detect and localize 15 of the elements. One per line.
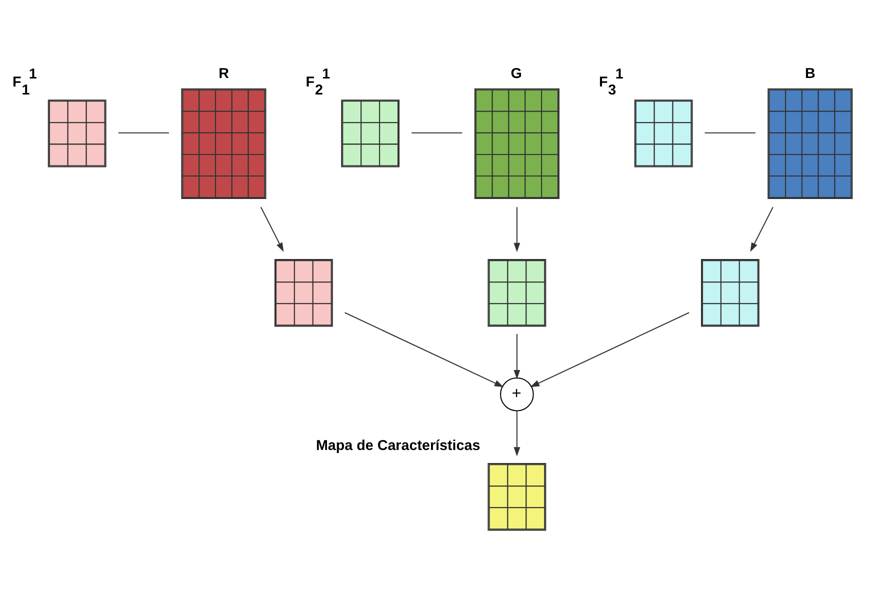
arrow <box>514 411 520 456</box>
node-circle: + <box>500 377 534 412</box>
arrow <box>750 206 774 252</box>
node-label: R <box>218 66 229 82</box>
arrow <box>514 207 520 252</box>
connector <box>704 132 756 134</box>
connector <box>118 132 169 134</box>
arrow <box>344 312 504 388</box>
node-label: B <box>805 66 816 82</box>
arrow <box>514 334 520 380</box>
arrow <box>260 206 284 252</box>
node-label: Mapa de Características <box>316 438 480 454</box>
connector <box>412 132 462 134</box>
arrow <box>530 312 690 388</box>
node-label: G <box>510 66 522 82</box>
